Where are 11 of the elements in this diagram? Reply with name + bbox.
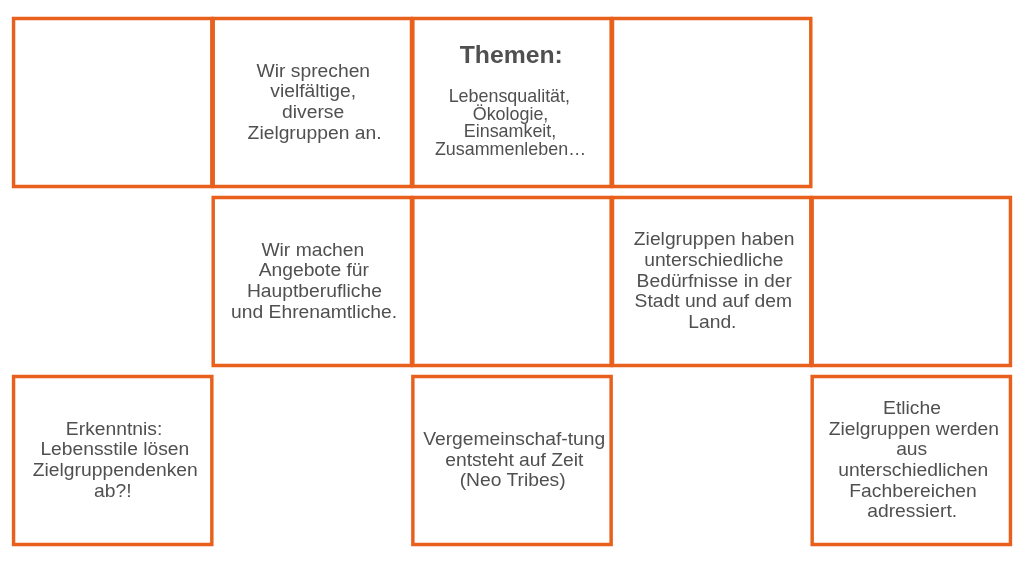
node-box: Wir machen Angebote für Hauptberufliche und Ehrenamtliche. — [211, 195, 414, 368]
node-box: Wir sprechen vielfältige, diverse Zielgruppen an. — [211, 16, 414, 189]
node-box: Erkenntnis: Lebensstile lösen Zielgruppendenken ab?! — [11, 374, 214, 547]
node-box: Themen: Lebensqualität, Ökologie, Einsamkeit, Zusammenleben… — [411, 16, 613, 189]
node-box — [810, 195, 1013, 368]
node-box: Etliche Zielgruppen werden aus unterschiedlichen Fachbereichen adressiert. — [810, 374, 1013, 547]
node-box: Zielgruppen haben unterschiedliche Bedürfnisse in der Stadt und auf dem Land. — [610, 195, 813, 368]
node-box — [411, 195, 613, 368]
node-box: Vergemeinschaf-tung entsteht auf Zeit (Neo Tribes) — [411, 374, 613, 547]
node-box — [610, 16, 813, 189]
node-box — [11, 16, 214, 189]
